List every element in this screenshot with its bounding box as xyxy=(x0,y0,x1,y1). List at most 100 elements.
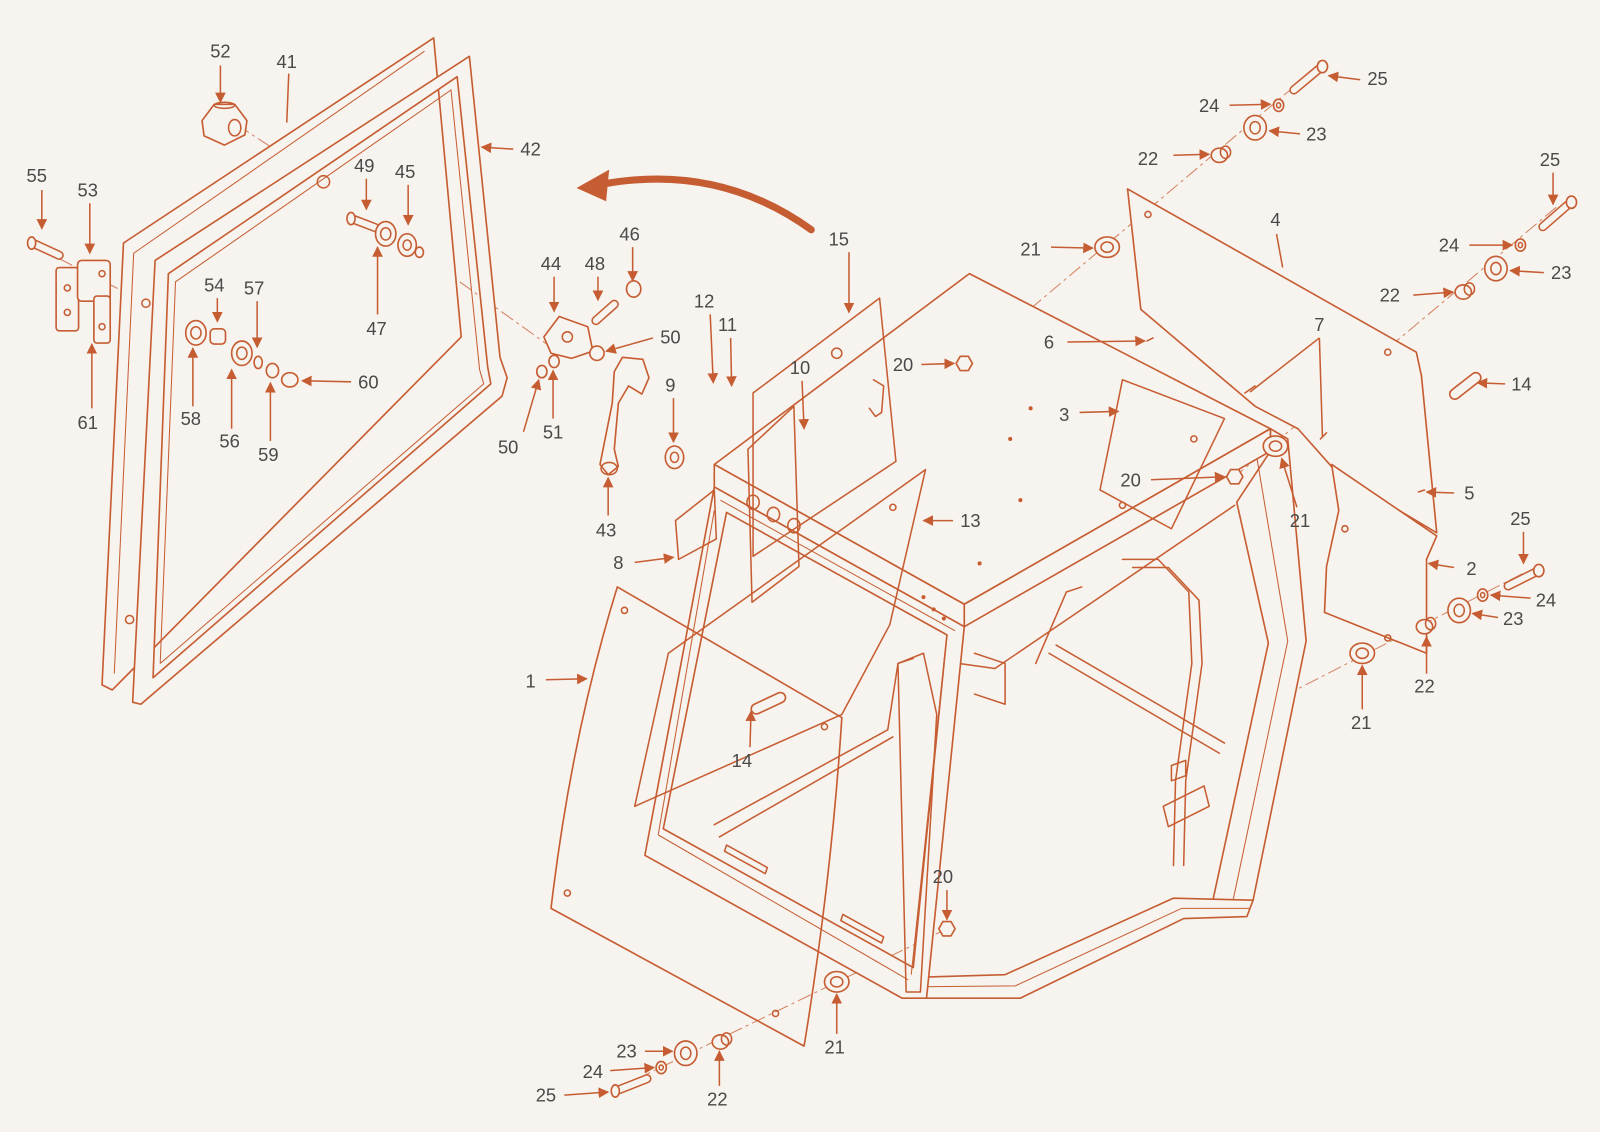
leader-arrow xyxy=(1229,99,1272,110)
leader-arrow xyxy=(564,1087,610,1099)
hinge-hardware xyxy=(184,319,299,388)
callout-number: 1 xyxy=(526,670,536,691)
curved-arrow-icon xyxy=(576,169,815,234)
callout-number: 22 xyxy=(1414,675,1434,696)
callout-number: 24 xyxy=(1199,95,1219,116)
callout: 22 xyxy=(1380,285,1455,306)
callout-number: 25 xyxy=(1510,508,1530,529)
callout-number: 8 xyxy=(613,552,623,573)
leader-arrow xyxy=(1476,377,1506,389)
door-seal-frame xyxy=(131,55,508,706)
leader-arrow xyxy=(545,673,588,685)
callout: 24 xyxy=(1439,235,1514,256)
callout-number: 20 xyxy=(1120,469,1140,490)
callout: 50 xyxy=(605,326,681,354)
leader-arrow xyxy=(1489,590,1531,602)
leader-arrow xyxy=(1509,265,1544,277)
callout: 21 xyxy=(1279,457,1310,531)
callout: 7 xyxy=(1249,314,1324,437)
callout-number: 45 xyxy=(395,161,415,182)
callout: 23 xyxy=(1471,608,1523,629)
leader-arrow xyxy=(798,380,810,430)
callout: 21 xyxy=(824,992,845,1058)
cab-right-side xyxy=(902,427,1307,999)
callout: 50 xyxy=(498,378,542,458)
callout-number: 25 xyxy=(1540,149,1560,170)
callout-number: 5 xyxy=(1464,483,1474,504)
callout-number: 2 xyxy=(1466,558,1476,579)
leader-line xyxy=(1275,233,1284,268)
leader-arrow xyxy=(1427,559,1455,571)
fastener-stack-upper xyxy=(955,59,1329,372)
leader-arrow xyxy=(1051,242,1094,254)
callout: 12 xyxy=(694,291,719,384)
callout-number: 56 xyxy=(219,431,239,452)
washer-9 xyxy=(664,445,685,470)
callouts: 52 41 42 55 53 49 45 54 57 58 56 59 60 6… xyxy=(27,41,1572,1110)
callout-number: 24 xyxy=(1439,235,1459,256)
leader-arrow xyxy=(1067,335,1146,347)
callout-number: 22 xyxy=(707,1089,727,1110)
leader-arrow xyxy=(745,710,757,748)
callout-number: 55 xyxy=(27,165,47,186)
leader-arrow xyxy=(610,1062,656,1074)
callout: 25 xyxy=(1327,68,1388,89)
callout: 60 xyxy=(300,371,379,392)
leader-line xyxy=(285,73,290,123)
callout-number: 47 xyxy=(366,318,386,339)
door-hinge xyxy=(55,259,112,344)
callout-number: 12 xyxy=(694,291,714,312)
callout: 22 xyxy=(1414,635,1435,696)
callout-number: 46 xyxy=(619,223,639,244)
callout: 4 xyxy=(1270,209,1284,268)
callout: 24 xyxy=(583,1061,656,1082)
callout: 45 xyxy=(395,161,415,226)
leader-arrow xyxy=(726,337,737,387)
callout-number: 13 xyxy=(960,510,980,531)
callout-number: 48 xyxy=(585,253,605,274)
callout: 22 xyxy=(707,1050,728,1110)
leader-arrow xyxy=(634,553,675,564)
callout: 61 xyxy=(78,342,98,433)
callout-number: 21 xyxy=(824,1037,844,1058)
callout-number: 24 xyxy=(1536,590,1556,611)
callout-number: 49 xyxy=(354,155,374,176)
callout-number: 7 xyxy=(1314,314,1324,335)
leader-arrow xyxy=(605,337,654,354)
callout-number: 22 xyxy=(1138,148,1158,169)
callout: 11 xyxy=(718,314,737,387)
callout: 21 xyxy=(1351,664,1371,733)
callout: 9 xyxy=(665,374,679,444)
callout: 25 xyxy=(536,1085,610,1106)
leader-arrow xyxy=(1327,71,1361,83)
callout-number: 42 xyxy=(520,139,540,160)
callout-number: 14 xyxy=(732,750,752,771)
callout: 21 xyxy=(1020,239,1094,260)
callout-number: 20 xyxy=(893,354,913,375)
leader-arrow xyxy=(522,378,542,433)
callout: 13 xyxy=(922,510,981,531)
callout: 1 xyxy=(526,670,588,691)
fastener-stack-front xyxy=(610,920,956,1098)
callout: 20 xyxy=(1120,469,1226,490)
callout-number: 59 xyxy=(258,444,278,465)
callout: 23 xyxy=(1268,123,1327,144)
callout: 23 xyxy=(1509,262,1571,283)
callout: 2 xyxy=(1427,558,1477,579)
callout: 56 xyxy=(219,368,240,452)
leader-line xyxy=(1318,337,1324,437)
callout-number: 61 xyxy=(78,412,98,433)
leader-arrow xyxy=(1268,126,1301,138)
callout: 25 xyxy=(1540,149,1560,206)
callout-number: 51 xyxy=(543,421,563,442)
leader-line xyxy=(1249,337,1320,393)
callout: 44 xyxy=(541,253,561,313)
callout: 3 xyxy=(1059,404,1120,425)
callout-number: 21 xyxy=(1020,239,1040,260)
leader-arrow xyxy=(1425,487,1455,498)
leader-arrow xyxy=(1279,457,1298,508)
callout: 5 xyxy=(1425,483,1474,504)
callout: 25 xyxy=(1510,508,1531,565)
callout-number: 4 xyxy=(1270,209,1280,230)
